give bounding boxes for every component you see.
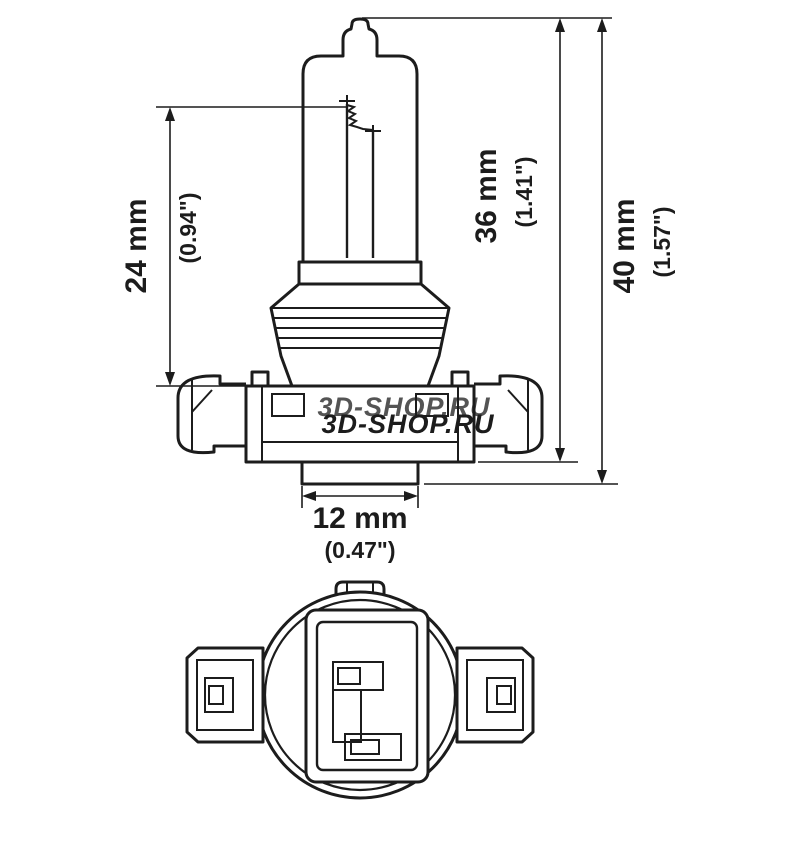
pin-block-top-inner xyxy=(337,667,361,685)
bulb-glass-envelope xyxy=(301,17,419,264)
dim36-inch-label: (1.41") xyxy=(511,157,537,228)
filament-anchor-right xyxy=(365,125,381,138)
socket-top-tab-ticks xyxy=(346,582,374,592)
watermark-text: 3D-SHOP.RU xyxy=(321,409,495,439)
dim40-arrow-up xyxy=(597,18,607,32)
dim40-inch-label: (1.57") xyxy=(649,207,675,278)
dim36-arrow-down xyxy=(555,448,565,462)
socket-bottom-view xyxy=(185,580,535,800)
watermark: 3D-SHOP.RU 3D-SHOP.RU xyxy=(317,392,495,439)
mounting-flange xyxy=(244,384,476,464)
socket-tab-right xyxy=(455,646,535,744)
socket-tab-left-slot xyxy=(204,677,234,713)
socket-tab-right-pin xyxy=(496,685,512,705)
bulb-ribbed-base xyxy=(269,282,451,388)
flange-inner-verticals xyxy=(261,386,459,462)
housing-outer xyxy=(304,608,430,784)
dim24-arrow-up xyxy=(165,107,175,121)
connector-plug xyxy=(300,460,420,486)
housing-inner xyxy=(315,620,419,772)
flange-cutout-right xyxy=(415,393,449,417)
dim24-mm-label: 24 mm xyxy=(120,198,153,293)
bulb-neck-collar xyxy=(297,260,423,286)
dimension-40mm: 40 mm (1.57") xyxy=(424,18,675,485)
wing-left-notch xyxy=(191,389,213,413)
socket-inner-ring xyxy=(263,598,457,792)
pin-block-bottom xyxy=(344,733,402,761)
dim36-mm-label: 36 mm xyxy=(470,148,503,243)
socket-tab-left-pin xyxy=(208,685,224,705)
socket-tab-left-outline xyxy=(185,646,265,744)
socket-tab-right-outline xyxy=(455,646,535,744)
pin-block-vertical xyxy=(332,689,362,743)
wing-right-outline xyxy=(474,374,544,455)
dim40-mm-label: 40 mm xyxy=(608,198,641,293)
watermark-text-shadow: 3D-SHOP.RU xyxy=(317,392,491,422)
dim36-arrow-up xyxy=(555,18,565,32)
socket-tab-left-inner xyxy=(196,659,254,731)
dimension-12mm: 12 mm (0.47") xyxy=(301,486,419,563)
pin-block-bottom-inner xyxy=(350,739,380,755)
socket-tab-left xyxy=(185,646,265,744)
dimension-24mm: 24 mm (0.94") xyxy=(120,106,346,387)
wing-right-notch xyxy=(507,389,529,413)
socket-connector-housing xyxy=(304,608,430,784)
filament-assembly xyxy=(339,95,381,258)
bulb-side-view xyxy=(176,17,544,486)
locking-wing-right xyxy=(474,374,544,455)
locking-wing-left xyxy=(176,374,246,455)
filament-coil xyxy=(345,104,374,131)
socket-tab-right-slot xyxy=(486,677,516,713)
flange-cutout-left xyxy=(271,393,305,417)
dim12-arrow-right xyxy=(404,491,418,501)
wing-left-outline xyxy=(176,374,246,455)
dim24-inch-label: (0.94") xyxy=(175,193,201,264)
dim24-arrow-down xyxy=(165,372,175,386)
flange-clip-left xyxy=(250,370,270,388)
dim40-arrow-down xyxy=(597,470,607,484)
socket-tab-right-inner xyxy=(466,659,524,731)
dim12-inch-label: (0.47") xyxy=(325,537,396,563)
flange-clip-right xyxy=(450,370,470,388)
dim12-arrow-left xyxy=(302,491,316,501)
base-ridge-lines xyxy=(271,307,449,349)
dimension-36mm: 36 mm (1.41") xyxy=(362,17,612,463)
dim12-mm-label: 12 mm xyxy=(312,502,407,535)
